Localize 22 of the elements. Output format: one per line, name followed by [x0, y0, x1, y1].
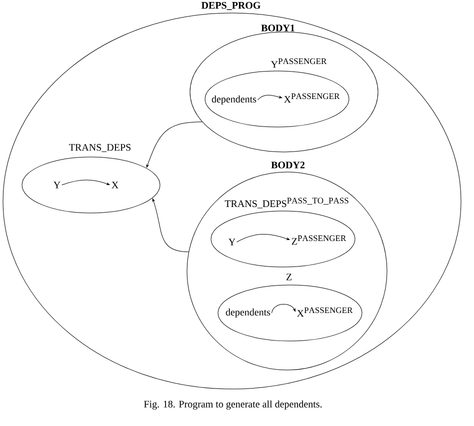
term-label: Y — [228, 238, 236, 246]
region-label: $Y^{PASSENGER}$ — [270, 58, 327, 68]
term-label: Y — [54, 182, 60, 188]
curved-arrow — [146, 122, 202, 168]
curved-arrow — [271, 304, 296, 314]
term-label: dependents — [212, 95, 256, 105]
region-label: DEPS_PROG — [201, 2, 260, 10]
region-label: BODY2 — [271, 162, 305, 168]
term-label: $X^{PASSENGER}$ — [297, 307, 353, 317]
curved-arrow — [62, 180, 110, 186]
region-label: Z — [286, 274, 292, 280]
region-label: TRANS_DEPS — [69, 144, 130, 152]
curved-arrow — [236, 234, 290, 242]
term-label: X — [112, 182, 118, 188]
region-label: BODY1 — [261, 24, 294, 32]
region-label: $TRANS\_DEPS^{PASS\_TO\_PASS}$ — [224, 198, 348, 208]
curved-arrow — [152, 198, 189, 252]
term-label: dependents — [226, 308, 270, 318]
term-label: $X^{PASSENGER}$ — [284, 93, 340, 103]
curved-arrow — [257, 94, 282, 100]
term-label: $Z^{PASSENGER}$ — [292, 235, 346, 245]
figure-caption: Fig. 18. Program to generate all dependents. — [144, 400, 322, 410]
